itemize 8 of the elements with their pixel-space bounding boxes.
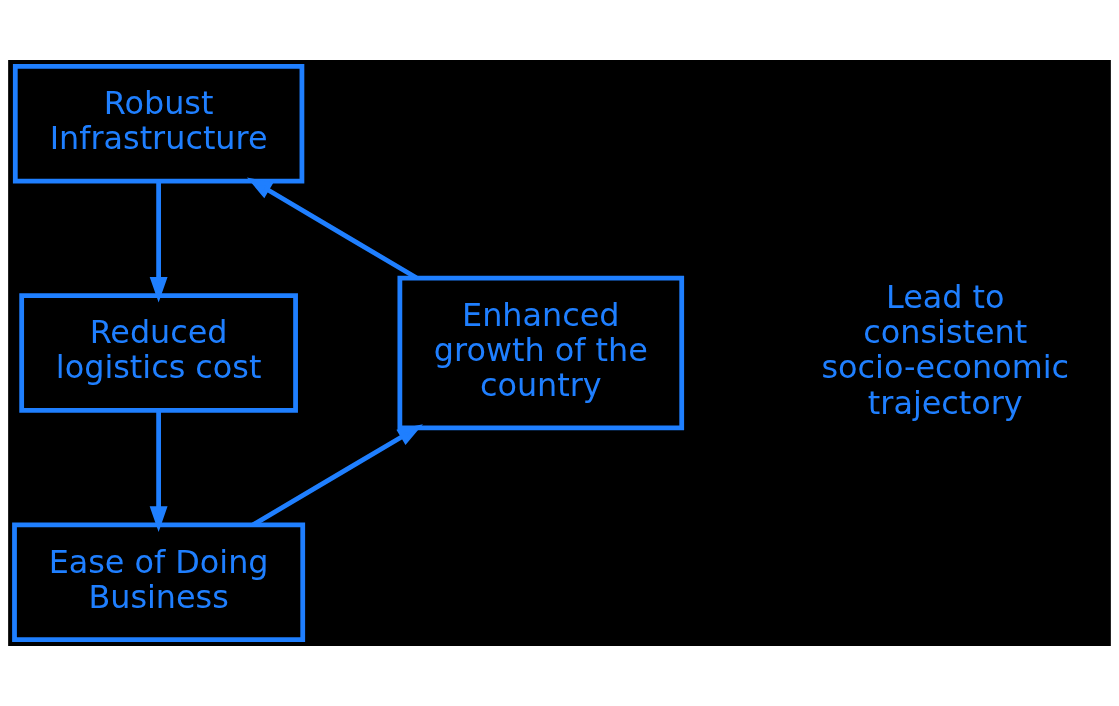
node-box: Robust Infrastructure	[12, 64, 305, 184]
arrow	[149, 410, 168, 532]
node-box: Reduced logistics cost	[19, 293, 298, 413]
node-box: Ease of Doing Business	[12, 522, 306, 642]
node-box: Enhanced growth of the country	[397, 275, 685, 431]
arrow	[149, 181, 168, 303]
arrow	[251, 424, 423, 527]
label: Lead to consistent socio-economic trajectory	[821, 278, 1070, 422]
